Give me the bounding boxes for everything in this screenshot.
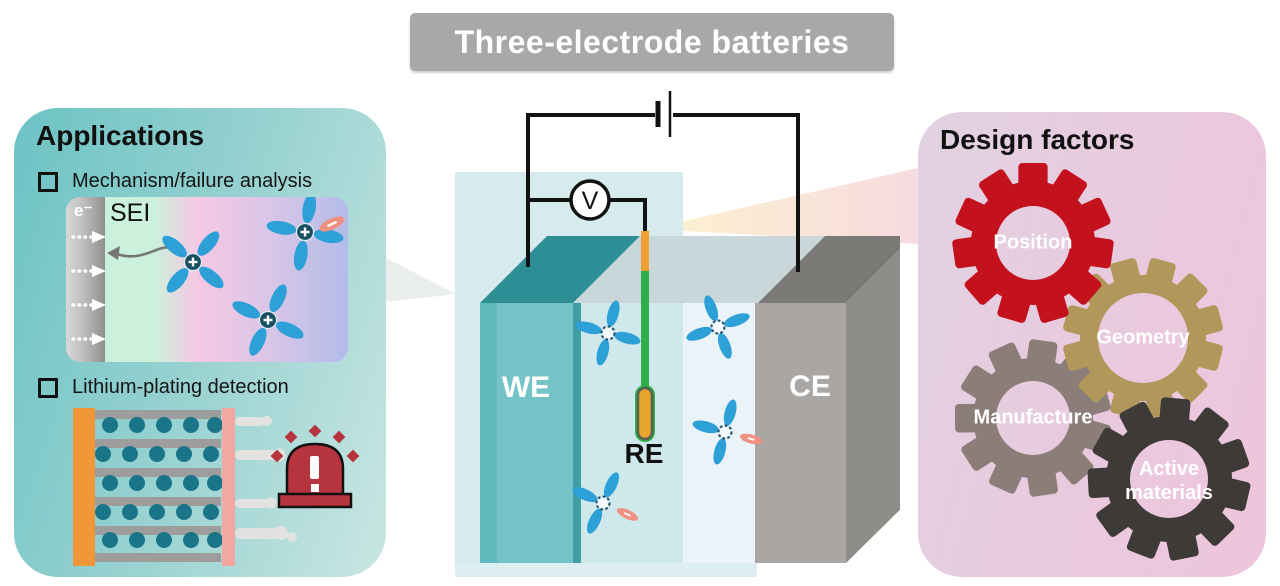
gear-label-position: Position xyxy=(993,231,1073,254)
ion-icon xyxy=(692,399,763,465)
voltmeter-label: V xyxy=(582,187,599,215)
electrode-layers xyxy=(95,410,221,562)
particle-icons xyxy=(95,417,223,548)
lithium-plating-diagram xyxy=(73,408,360,566)
ion-icon xyxy=(266,197,344,271)
electron-flow-arrows-icon xyxy=(71,231,106,345)
applications-heading: Applications xyxy=(36,120,205,151)
solvated-ion-icons xyxy=(572,295,763,534)
alarm-icon xyxy=(270,424,360,509)
left-beam-icon xyxy=(386,258,456,302)
reference-electrode xyxy=(635,231,655,442)
re-label: RE xyxy=(625,438,664,469)
application-item-label: Lithium-plating detection xyxy=(72,376,289,398)
gear-icon xyxy=(952,163,1114,323)
solvated-ion-icons xyxy=(162,197,345,356)
migration-arrowhead-icon xyxy=(107,246,120,260)
circuit-wire xyxy=(526,113,800,272)
ce-label: CE xyxy=(789,370,831,403)
checkbox-icon xyxy=(38,377,58,398)
ion-icon xyxy=(572,472,639,534)
anion-icon xyxy=(319,216,345,232)
battery-symbol-icon xyxy=(655,91,672,137)
cell-bottom-edge xyxy=(455,563,757,577)
gear-label-active-materials: Active materials xyxy=(1125,458,1213,504)
right-beam-icon xyxy=(649,168,918,244)
title-banner: Three-electrode batteries xyxy=(410,13,894,71)
voltmeter-icon xyxy=(569,179,611,221)
ion-icon xyxy=(162,231,224,293)
sei-label: SEI xyxy=(110,199,151,227)
design-factors-heading: Design factors xyxy=(940,124,1135,155)
we-top-face xyxy=(480,236,640,303)
counter-electrode xyxy=(755,303,846,563)
ce-side-face xyxy=(846,249,900,563)
dendrite-icons xyxy=(235,416,297,542)
gear-icon xyxy=(954,339,1111,497)
gear-icon xyxy=(1087,397,1251,561)
ce-top-face xyxy=(758,236,900,303)
electron-label: e⁻ xyxy=(74,201,93,220)
we-label: WE xyxy=(502,371,550,404)
electrolyte-top-face xyxy=(573,236,825,303)
application-item-mechanism: Mechanism/failure analysis xyxy=(38,170,312,193)
application-item-label: Mechanism/failure analysis xyxy=(72,170,313,192)
ion-icon xyxy=(575,300,641,366)
plated-lithium-layer xyxy=(222,408,235,566)
design-factors-panel: Design factors Position Geometry Manufac… xyxy=(918,112,1266,577)
cell-diagram: V WE CE RE xyxy=(455,91,900,577)
ion-icon xyxy=(232,284,304,356)
sei-diagram: e⁻ SEI xyxy=(66,197,348,362)
applications-panel: Applications Mechanism/failure analysis … xyxy=(14,108,386,577)
gear-label-geometry: Geometry xyxy=(1096,326,1190,349)
gear-icons xyxy=(952,163,1251,561)
we-shadow xyxy=(573,303,581,563)
gear-icon xyxy=(1063,258,1223,418)
application-item-plating: Lithium-plating detection xyxy=(38,376,289,399)
current-collector xyxy=(73,408,95,566)
we-edge xyxy=(480,303,497,563)
sei-graphics xyxy=(71,197,345,356)
electrode-surface xyxy=(66,197,105,362)
ion-icon xyxy=(686,295,750,359)
gear-label-manufacture: Manufacture xyxy=(973,406,1093,429)
checkbox-icon xyxy=(38,171,58,192)
